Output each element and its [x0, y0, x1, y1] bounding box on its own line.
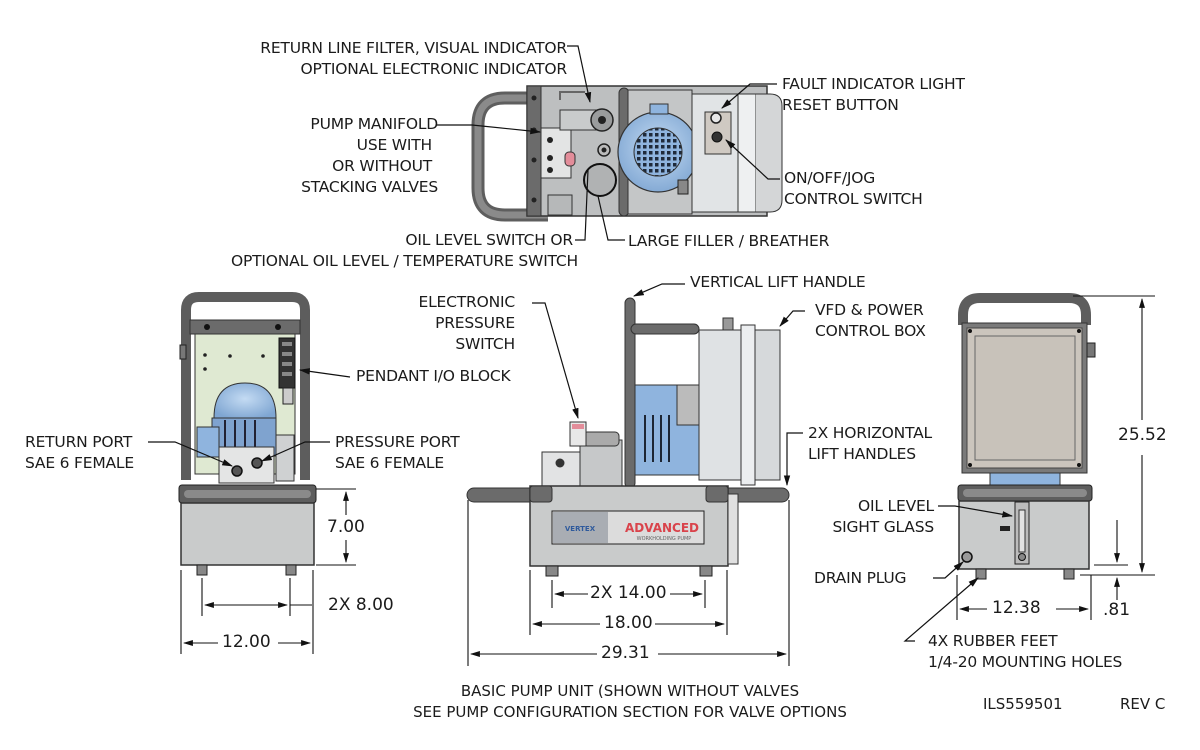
callout-on-off-jog-switch: ON/OFF/JOG CONTROL SWITCH: [784, 169, 923, 208]
left-view-tank: [180, 502, 315, 566]
callout-rubber-feet: 4X RUBBER FEET 1/4-20 MOUNTING HOLES: [928, 632, 1123, 671]
top-view-jog-switch: [711, 131, 723, 143]
callout-large-filler-breather: LARGE FILLER / BREATHER: [628, 232, 830, 250]
drawing-revision: REV C: [1120, 695, 1166, 713]
dim-left-feet-spacing: 2X 8.00: [326, 595, 396, 615]
callout-vfd-control-box: VFD & POWER CONTROL BOX: [815, 301, 926, 340]
left-view-motor: [213, 382, 277, 419]
callout-vertical-lift-handle: VERTICAL LIFT HANDLE: [690, 273, 866, 291]
dim-left-width: 12.00: [220, 632, 273, 652]
right-view-dimension-lines: [956, 295, 1155, 620]
nameplate-brand-left: VERTEX: [565, 525, 596, 533]
left-view-handle: [181, 292, 310, 480]
callout-oil-level-switch: OIL LEVEL SWITCH OR OPTIONAL OIL LEVEL /…: [230, 231, 578, 270]
front-view-dimension-lines: [467, 500, 790, 666]
callout-pendant-io-block: PENDANT I/O BLOCK: [356, 367, 511, 385]
top-view-leaders: [437, 45, 780, 241]
drawing-number: ILS559501: [983, 695, 1063, 713]
top-view: [471, 85, 783, 222]
nameplate-brand-sub: WORKHOLDING PUMP: [637, 536, 692, 542]
nameplate-brand-right: ADVANCED: [625, 521, 699, 535]
left-view-leaders: [148, 368, 351, 467]
callout-pump-manifold: PUMP MANIFOLD USE WITH OR WITHOUT STACKI…: [301, 115, 438, 196]
callout-pressure-port: PRESSURE PORT SAE 6 FEMALE: [335, 433, 460, 472]
dim-right-foot-height: .81: [1101, 600, 1133, 620]
left-view-pressure-port: [251, 457, 263, 469]
callout-return-port: RETURN PORT SAE 6 FEMALE: [25, 433, 134, 472]
front-view-leaders: [532, 283, 805, 487]
callout-horizontal-lift-handles: 2X HORIZONTAL LIFT HANDLES: [808, 424, 932, 463]
dim-right-width: 12.38: [990, 598, 1043, 618]
top-view-filler: [583, 163, 617, 197]
dim-front-tank-length: 18.00: [602, 613, 655, 633]
top-view-fault-light: [710, 112, 722, 124]
left-view: [178, 292, 317, 576]
left-view-return-port: [231, 465, 243, 477]
drawing-title: BASIC PUMP UNIT (SHOWN WITHOUT VALVES SE…: [413, 682, 847, 721]
right-view-handle: [958, 293, 1091, 325]
dim-front-feet-spacing: 2X 14.00: [588, 583, 669, 603]
callout-electronic-pressure-switch: ELECTRONIC PRESSURE SWITCH: [418, 293, 516, 353]
callout-fault-indicator-light: FAULT INDICATOR LIGHT RESET BUTTON: [782, 75, 965, 114]
right-view-leaders: [903, 505, 1014, 642]
front-view-vfd-box: [698, 329, 742, 481]
dim-right-overall-height: 25.52: [1116, 425, 1169, 445]
callout-return-line-filter: RETURN LINE FILTER, VISUAL INDICATOR OPT…: [260, 39, 567, 78]
callout-drain-plug: DRAIN PLUG: [814, 569, 907, 587]
right-view-drain-plug: [961, 551, 973, 563]
left-view-dimension-lines: [180, 488, 356, 654]
front-view: VERTEX ADVANCED WORKHOLDING PUMP: [466, 297, 790, 577]
dim-left-height: 7.00: [325, 517, 367, 537]
right-view: [957, 293, 1096, 580]
dim-front-overall-length: 29.31: [599, 643, 652, 663]
callout-oil-level-sight-glass: OIL LEVEL SIGHT GLASS: [832, 497, 934, 536]
